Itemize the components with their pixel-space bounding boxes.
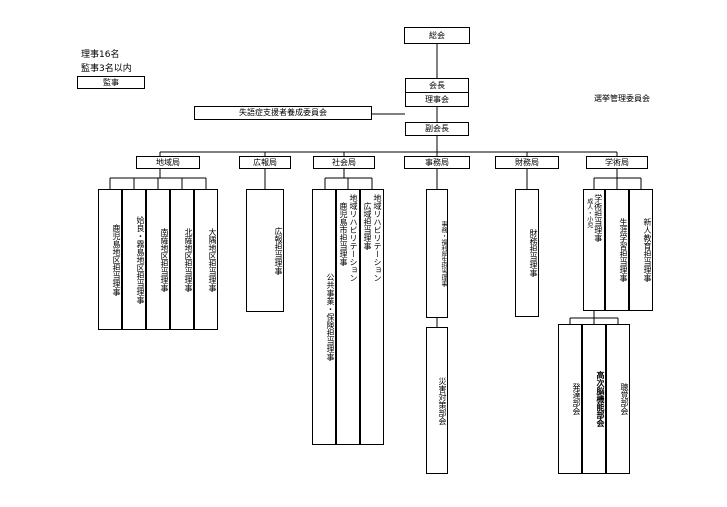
election-committee: 選挙管理委員会 (586, 92, 658, 106)
social-unit-public-project: 公共事業・保険担当理事 (312, 189, 336, 445)
president-label: 会長 (429, 80, 445, 90)
wide-area-label: 広域担当理事 (363, 202, 372, 250)
academic-director-unit: 学術担当理事 成人・小児 (583, 189, 605, 311)
president-box: 会長 (405, 78, 469, 92)
higher-brain-committee-label: 高次脳機能部会 (596, 371, 605, 427)
directors-count-note: 理事16名 (81, 50, 120, 60)
regional-unit-osumi: 大隅地区担当理事 (194, 189, 218, 330)
bureau-academic-label: 学術局 (605, 157, 629, 167)
finance-unit-label: 財務担当理事 (529, 229, 538, 277)
kagoshima-city-label: 鹿児島市担当理事 (339, 202, 348, 266)
bureau-finance: 財務局 (495, 156, 559, 169)
development-committee-unit: 発達部会 (558, 324, 582, 474)
community-rehab-label: 地域リハビリテーション (373, 194, 382, 282)
hearing-committee-unit: 聴覚部会 (606, 324, 630, 474)
bureau-finance-label: 財務局 (515, 157, 539, 167)
higher-brain-committee-unit: 高次脳機能部会 (582, 324, 606, 474)
new-member-education-unit: 新人教育担当理事 (629, 189, 653, 311)
bureau-secretariat-label: 事務局 (425, 157, 449, 167)
hearing-committee-label: 聴覚部会 (620, 383, 629, 415)
general-assembly-box: 総会 (404, 27, 470, 44)
public-project-label: 公共事業・保険担当理事 (326, 273, 335, 361)
disaster-committee-label: 災害対策部会 (438, 376, 447, 425)
regional-unit-label: 大隅地区担当理事 (208, 227, 217, 292)
bureau-regional-label: 地域局 (156, 157, 180, 167)
secretariat-affairs-unit: 事務・福利厚生担当理事 (426, 189, 448, 318)
development-committee-label: 発達部会 (572, 383, 581, 415)
auditor-box: 監事 (77, 76, 145, 89)
social-unit-community-rehab-wide: 地域リハビリテーション 広域担当理事 (360, 189, 384, 445)
regional-unit-hokusatsu: 北薩地区担当理事 (170, 189, 194, 330)
aphasia-committee-box: 失語症支援者養成委員会 (194, 106, 372, 120)
lifelong-learning-unit: 生涯学習担当理事 (605, 189, 629, 311)
regional-unit-label: 姶良・霧島地区担当理事 (136, 215, 145, 304)
finance-unit: 財務担当理事 (515, 189, 539, 317)
lifelong-learning-label: 生涯学習担当理事 (619, 218, 628, 282)
regional-unit-label: 北薩地区担当理事 (184, 227, 193, 292)
auditors-count-note: 監事3名以内 (81, 64, 132, 74)
regional-unit-label: 南薩地区担当理事 (160, 227, 169, 292)
secretariat-affairs-label: 事務・福利厚生担当理事 (440, 220, 447, 287)
regional-unit-kagoshima: 鹿児島地区担当理事 (98, 189, 122, 330)
new-member-education-label: 新人教育担当理事 (643, 218, 652, 282)
board-box: 理事会 (405, 92, 469, 107)
social-unit-community-rehab-kagoshima: 地域リハビリテーション 鹿児島市担当理事 (336, 189, 360, 445)
bureau-pr: 広報局 (239, 156, 291, 169)
bureau-social: 社会局 (313, 156, 375, 169)
bureau-social-label: 社会局 (332, 157, 356, 167)
bureau-secretariat: 事務局 (404, 156, 470, 169)
vice-president-box: 副会長 (405, 122, 469, 136)
election-committee-label: 選挙管理委員会 (594, 94, 650, 103)
bureau-regional: 地域局 (136, 156, 200, 169)
board-label: 理事会 (425, 94, 449, 104)
general-assembly-label: 総会 (429, 30, 445, 40)
academic-sub-label: 成人・小児 (585, 198, 593, 228)
pr-unit-label: 広報担当理事 (274, 226, 283, 275)
bureau-pr-label: 広報局 (253, 157, 277, 167)
aphasia-committee-label: 失語症支援者養成委員会 (239, 108, 327, 117)
regional-unit-aira-kirishima: 姶良・霧島地区担当理事 (122, 189, 146, 330)
pr-unit: 広報担当理事 (246, 189, 284, 312)
vice-president-label: 副会長 (425, 124, 449, 133)
community-rehab-label: 地域リハビリテーション (349, 194, 358, 282)
disaster-committee-unit: 災害対策部会 (426, 327, 448, 474)
regional-unit-nansatsu: 南薩地区担当理事 (146, 189, 170, 330)
bureau-academic: 学術局 (586, 156, 648, 169)
regional-unit-label: 鹿児島地区担当理事 (112, 223, 121, 296)
auditor-label: 監事 (103, 77, 119, 87)
academic-director-label: 学術担当理事 (593, 194, 603, 242)
